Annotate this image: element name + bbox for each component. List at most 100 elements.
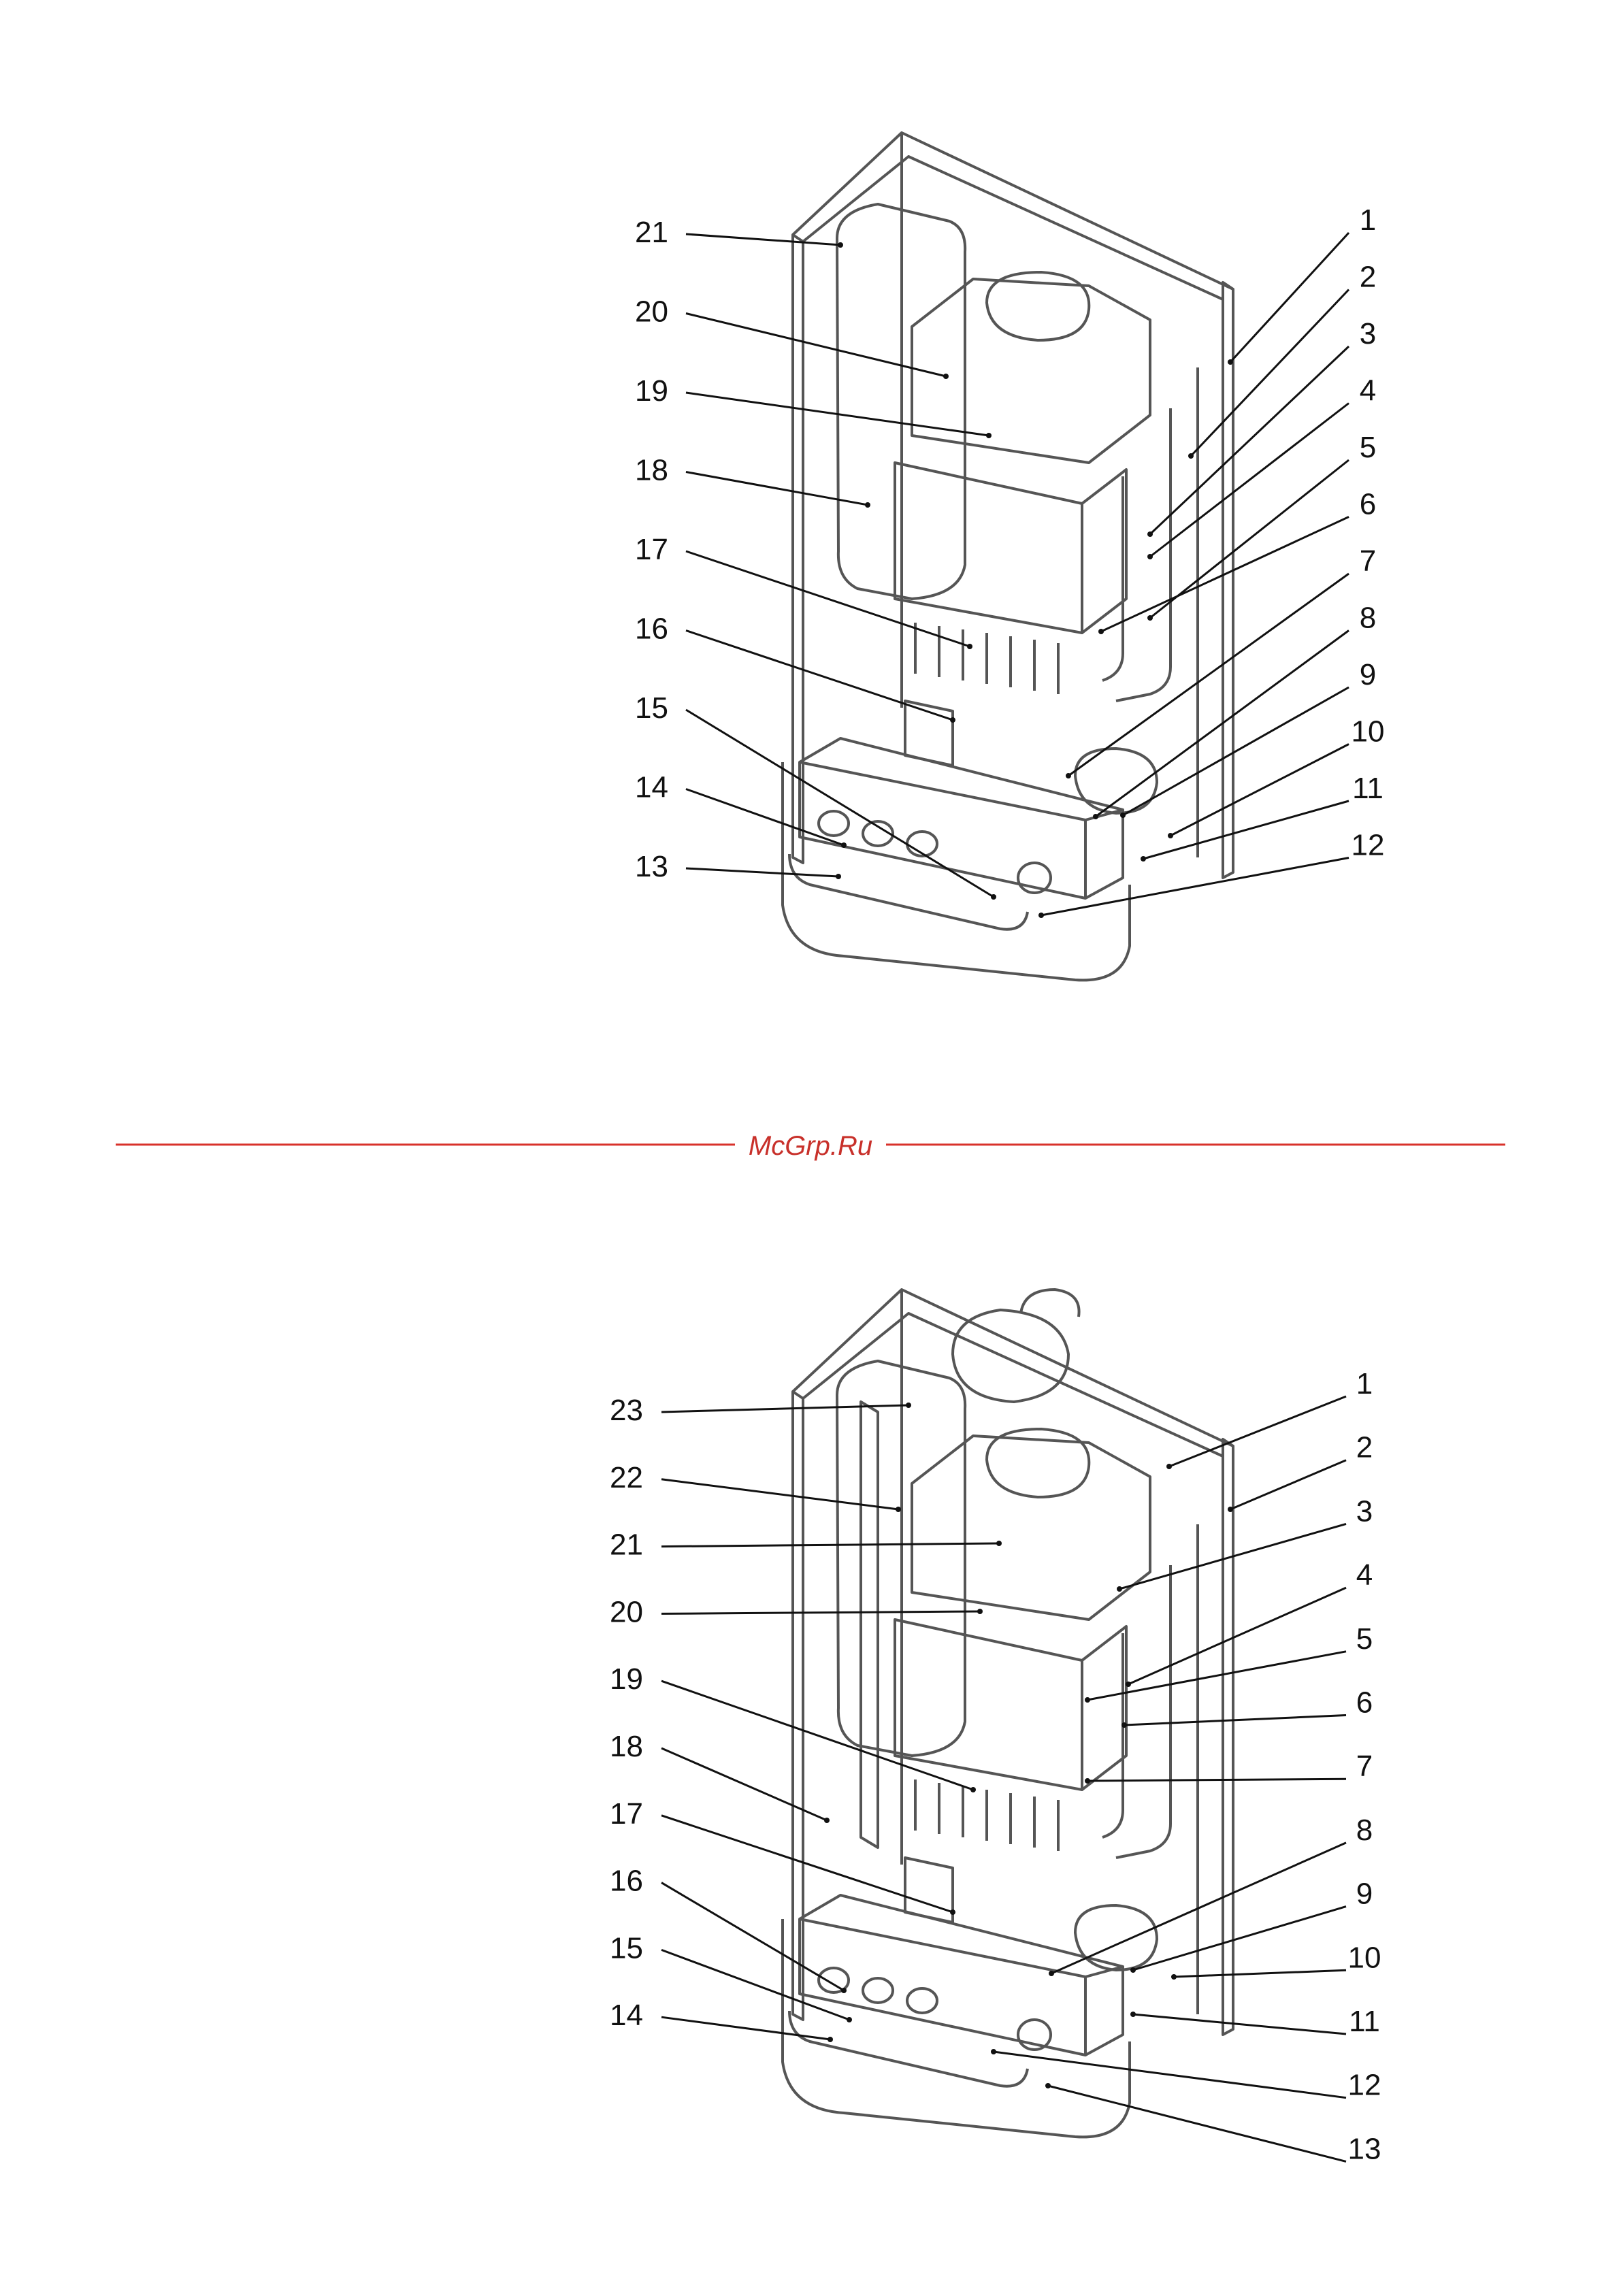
leader-dot [1166,1464,1172,1469]
leader-line [686,314,946,377]
carry-handle [789,854,1028,930]
callout-label: 9 [1356,1877,1373,1911]
callout-label: 4 [1356,1558,1373,1592]
leader-line [1143,801,1349,859]
leader-line [1041,858,1349,916]
pump-body [1075,1905,1157,1970]
callout-label: 10 [1352,715,1385,749]
leader-dot [1141,856,1146,862]
leader-dot [1228,359,1233,365]
leader-line [1101,517,1349,632]
leader-dot [828,2037,833,2042]
air-box [861,1402,878,1848]
callout-label: 9 [1360,658,1376,691]
leader-line [1124,1716,1346,1726]
leader-line [661,1883,844,1990]
callout-label: 10 [1348,1941,1381,1974]
leader-dot [1098,629,1104,634]
leader-dot [1045,2083,1051,2088]
callout-label: 5 [1360,431,1376,464]
leader-line [1133,2014,1346,2034]
callout-label: 15 [635,691,668,725]
cabinet-left-post [793,1392,803,2020]
leader-dot [991,894,996,900]
fan-outlet [1021,1290,1079,1317]
burner-fins [915,623,1058,694]
leader-line [1123,687,1349,815]
leader-line [1150,346,1349,534]
leader-dot [1228,1507,1233,1512]
callout-label: 21 [635,216,668,249]
callout-label: 15 [610,1931,643,1965]
leader-dot [841,1988,847,1993]
leader-dot [1147,531,1153,537]
callout-label: 11 [1352,772,1383,805]
leader-line [686,631,953,721]
callout-label: 12 [1348,2069,1381,2102]
boiler-drawing-bottom [783,1290,1233,2137]
leader-line [1068,574,1349,776]
leader-dot [1168,833,1173,838]
callout-label: 6 [1360,488,1376,521]
callouts-bottom: 2322212019181716151412345678910111213 [610,1367,1381,2165]
leader-dot [1085,1778,1090,1784]
leader-dot [1130,2012,1136,2017]
callout-label: 2 [1360,261,1376,294]
leader-dot [1120,813,1126,818]
leader-line [1133,1907,1346,1970]
leader-line [661,1479,898,1509]
leader-line [661,1543,999,1547]
cabinet-right-post [1223,1439,1233,2035]
leader-dot [950,1909,955,1915]
leader-line [1230,233,1349,362]
callout-label: 5 [1356,1622,1373,1656]
exchanger-panel [895,463,1126,633]
callout-label: 2 [1356,1431,1373,1464]
callout-label: 19 [610,1662,643,1696]
exchanger-panel [895,1620,1126,1790]
callout-label: 19 [635,374,668,408]
callout-label: 17 [635,533,668,566]
callout-label: 11 [1349,2005,1380,2038]
leader-line [994,2052,1346,2098]
callout-label: 18 [610,1730,643,1763]
leader-dot [838,242,843,248]
knob-1 [819,811,849,836]
leader-dot [1188,453,1194,459]
leader-dot [1049,1971,1054,1976]
combustion-hood [912,1436,1150,1620]
callout-label: 13 [635,850,668,883]
callout-label: 14 [610,1999,643,2032]
leader-line [686,234,840,245]
watermark-text: McGrp.Ru [749,1131,872,1161]
leader-line [661,1816,953,1912]
leader-dot [847,2017,852,2022]
callout-label: 16 [610,1865,643,1898]
leader-line [1174,1970,1346,1977]
callout-label: 8 [1356,1814,1373,1847]
leader-line [1230,1460,1346,1509]
leader-dot [865,502,870,508]
leader-dot [967,644,972,649]
leader-dot [950,717,955,723]
knob-3 [907,1988,937,2013]
leader-line [1087,1779,1346,1781]
callout-label: 22 [610,1461,643,1494]
callout-label: 13 [1348,2132,1381,2165]
leader-dot [896,1507,901,1512]
cabinet-left-post [793,235,803,863]
leader-line [686,868,838,876]
leader-dot [943,374,949,379]
leader-dot [1126,1682,1131,1687]
leader-dot [977,1609,983,1614]
leader-line [1169,1396,1346,1466]
knob-2 [863,1978,893,2003]
callout-label: 21 [610,1528,643,1562]
leader-dot [824,1818,830,1823]
callout-label: 3 [1360,317,1376,350]
leader-dot [906,1403,911,1408]
leader-dot [996,1541,1002,1546]
